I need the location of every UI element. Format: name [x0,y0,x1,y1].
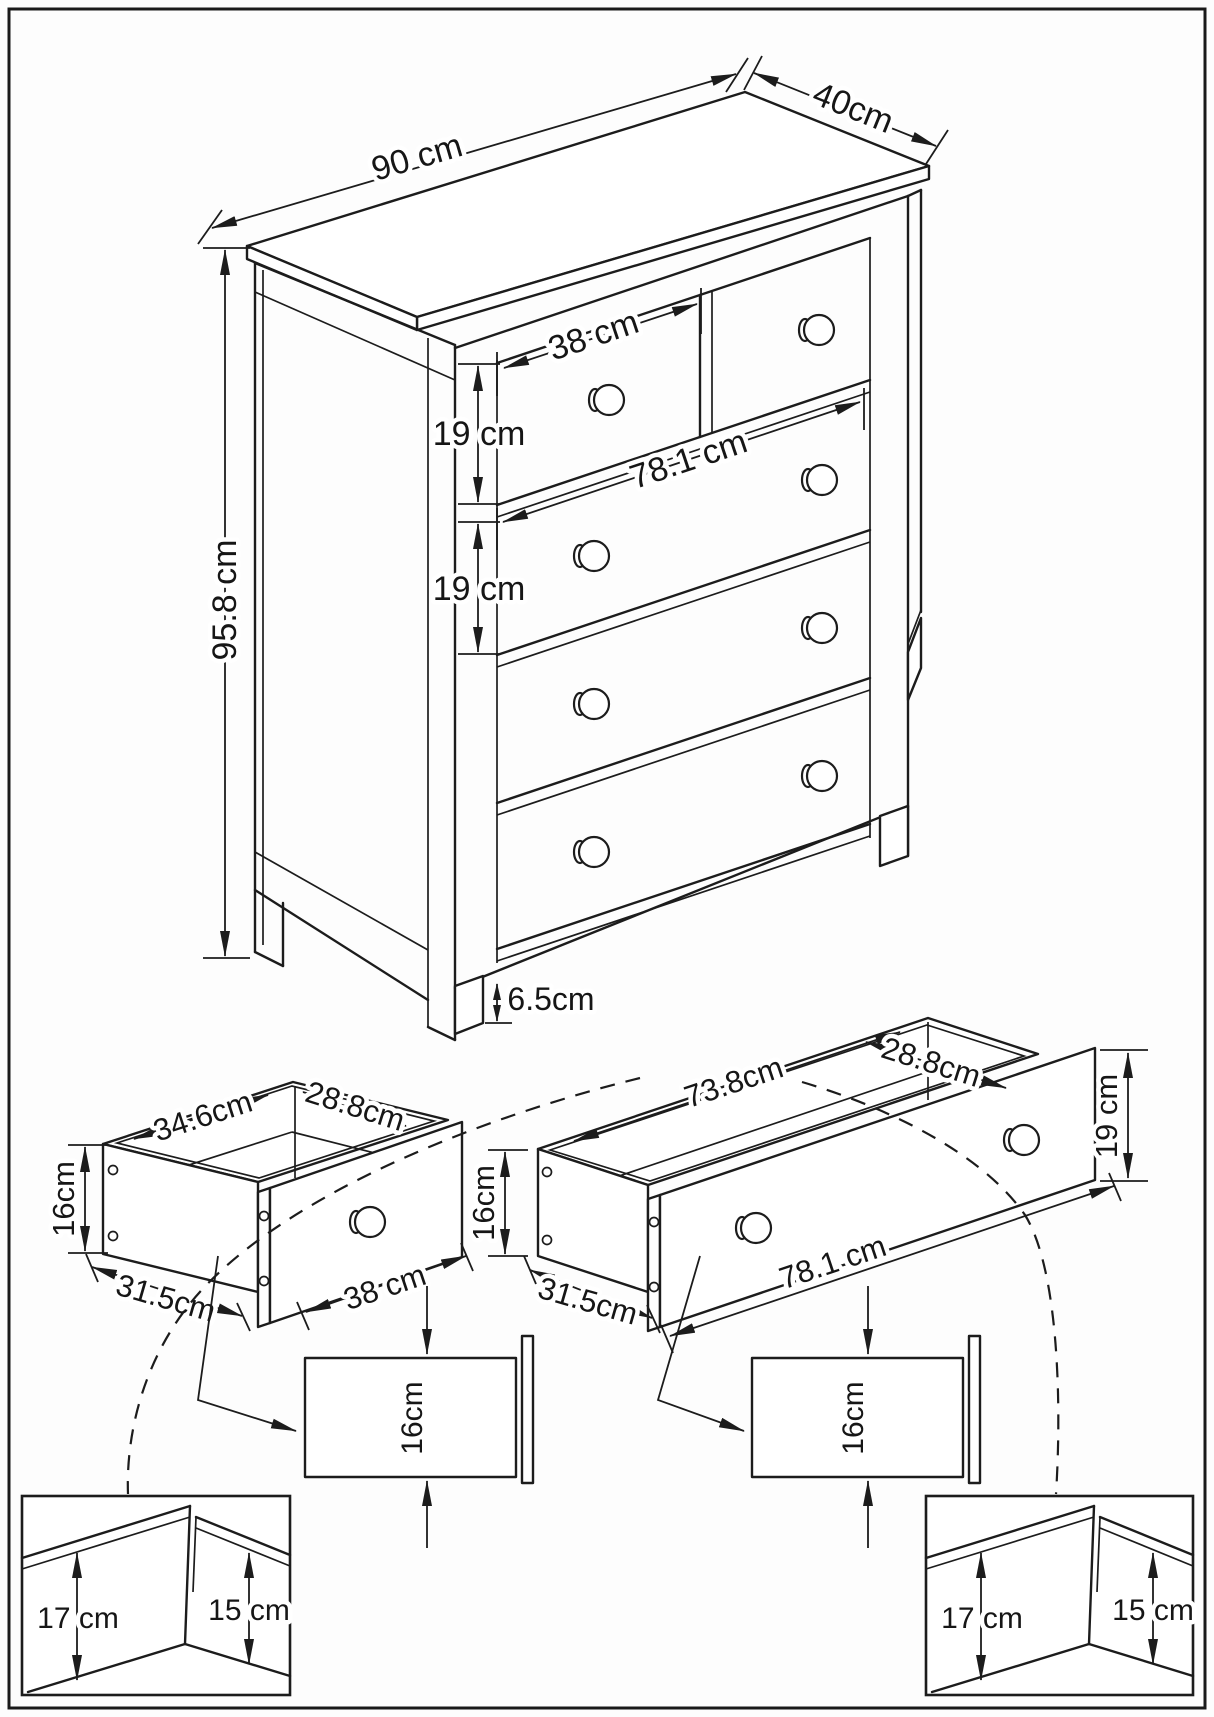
screw-hole-icon [541,1234,553,1246]
dim-label-large-front-height: 19 cm [1089,1074,1124,1158]
screw-hole-icon [107,1164,119,1176]
chest-side-panel [253,261,457,1042]
small-drawer-detail: 34.6cm 28.8cm 16cm 31.5cm 38 cm [42,1070,474,1333]
dim-label-large-drawer-78.1cm: 78.1 cm [625,422,752,496]
right-corner-detail: 17 cm 15 cm [924,1494,1198,1697]
dim-label-drawer-height-19cm-top: 19 cm [433,415,526,453]
screw-hole-icon [541,1166,553,1178]
knob-icon [572,539,611,573]
knob-icon [734,1211,773,1245]
left-panel-board [303,1356,518,1479]
small-drawer-front-edge [256,1186,272,1329]
chest-back-right-leg [906,616,923,702]
screw-hole-icon [648,1281,660,1293]
dim-label-right-corner-15cm: 15 cm [1112,1594,1194,1627]
screw-hole-icon [648,1216,660,1228]
knob-icon [800,759,839,793]
chest-front-left-leg [453,974,485,1036]
dim-label-right-corner-17cm: 17 cm [941,1602,1023,1635]
dim-label-width-90cm: 90 cm [367,126,467,188]
dim-label-left-corner-15cm: 15 cm [208,1594,290,1627]
left-corner-detail: 17 cm 15 cm [20,1494,294,1697]
knob-icon [587,383,626,417]
dim-label-left-panel-height: 16cm [396,1381,429,1454]
dim-label-small-side-height: 16cm [46,1161,81,1237]
page-border [7,7,1207,1710]
screw-hole-icon [258,1210,270,1222]
chest-isometric-drawing [245,90,931,1042]
dim-label-drawer-height-19cm-mid: 19 cm [433,570,526,608]
knob-icon [800,463,839,497]
left-panel-leader-arrow [197,1255,297,1432]
dim-label-height-95.8cm: 95.8 cm [206,540,244,661]
screw-hole-icon [107,1230,119,1242]
chest-front-face [453,188,923,1036]
knob-icon [797,313,836,347]
knob-icon [572,687,611,721]
knob-icon [800,611,839,645]
chest-drawer-knobs [572,313,839,869]
left-panel-detail: 16cm [303,1286,535,1548]
dim-label-right-panel-height: 16cm [837,1381,870,1454]
knob-icon [1002,1123,1041,1157]
dim-label-left-corner-17cm: 17 cm [37,1602,119,1635]
right-panel-edge-strip [967,1334,982,1485]
dim-label-large-side-height: 16cm [466,1165,501,1241]
knob-icon [572,835,611,869]
left-panel-edge-strip [520,1334,535,1485]
right-panel-detail: 16cm [750,1286,982,1548]
large-drawer-detail: 73.8cm 28.8cm 16cm 19 cm 31.5cm 78.1 cm [462,1016,1148,1354]
knob-icon [348,1205,387,1239]
chest-front-right-leg [878,804,910,868]
right-panel-leader-arrow [656,1255,745,1432]
right-reference-arc [801,1080,1060,1495]
screw-hole-icon [258,1275,270,1287]
dim-label-leg-6.5cm: 6.5cm [507,981,594,1017]
right-panel-board [750,1356,965,1479]
